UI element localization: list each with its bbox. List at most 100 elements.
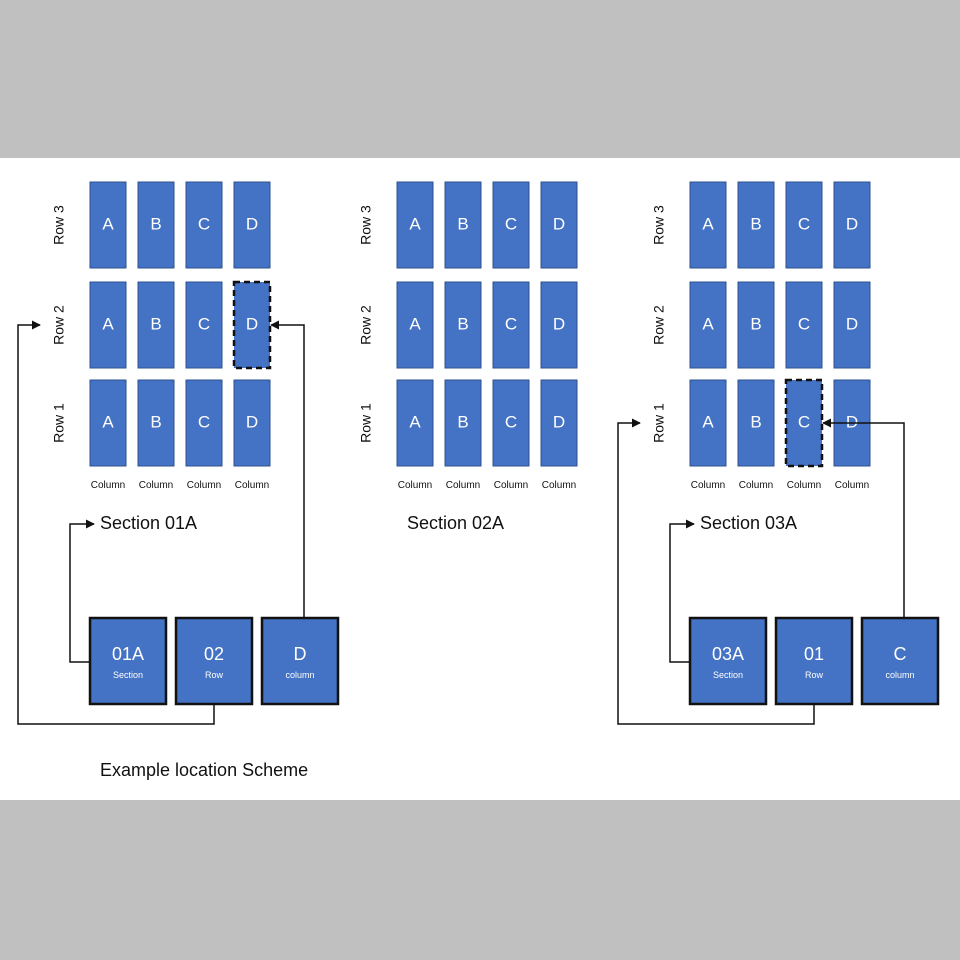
column-connector (270, 320, 305, 618)
code-label: column (885, 670, 914, 680)
bin-cell-letter: C (798, 314, 810, 333)
highlighted-bin-cell (232, 280, 272, 370)
bin-cell-letter: C (505, 314, 517, 333)
section-title: Section 02A (407, 513, 504, 533)
row-label: Row 1 (51, 403, 67, 443)
bin-cell (492, 181, 530, 269)
bin-cell (89, 281, 127, 369)
bin-cell (233, 181, 271, 269)
column-label: Column (739, 480, 773, 491)
column-label: Column (542, 480, 576, 491)
code-value: C (894, 644, 907, 664)
bin-cell (233, 379, 271, 467)
bin-cell-letter: A (102, 214, 114, 233)
bin-cell (689, 281, 727, 369)
location-code-box (860, 616, 940, 706)
column-label: Column (787, 480, 821, 491)
bin-cell-letter: D (246, 214, 258, 233)
location-code-box (260, 616, 340, 706)
bin-cell (89, 379, 127, 467)
bin-cell (444, 181, 482, 269)
section-title: Section 01A (100, 513, 197, 533)
column-label: Column (398, 480, 432, 491)
bin-cell-letter: B (457, 412, 468, 431)
bin-cell-letter: C (505, 412, 517, 431)
bin-cell-letter: A (702, 214, 714, 233)
bin-cell (137, 281, 175, 369)
code-label: Section (713, 670, 743, 680)
location-code-box (688, 616, 768, 706)
row-label: Row 1 (651, 403, 667, 443)
bin-cell-letter: B (750, 412, 761, 431)
column-label: Column (139, 480, 173, 491)
column-label: Column (187, 480, 221, 491)
bin-cell (137, 181, 175, 269)
location-code-box (88, 616, 168, 706)
row-connector (17, 320, 215, 725)
bin-cell (185, 181, 223, 269)
bin-cell (185, 281, 223, 369)
bin-cell (137, 379, 175, 467)
bin-cell (185, 379, 223, 467)
bin-cell (737, 181, 775, 269)
bin-cell-letter: D (846, 412, 858, 431)
bin-cell-letter: D (553, 214, 565, 233)
bin-cell-letter: B (150, 214, 161, 233)
code-value: 02 (204, 644, 224, 664)
bin-cell-letter: C (798, 412, 810, 431)
code-value: D (294, 644, 307, 664)
bin-cell (785, 181, 823, 269)
section-connector (69, 519, 95, 663)
bin-cell-letter: D (846, 214, 858, 233)
bin-cell (689, 379, 727, 467)
row-label: Row 1 (358, 403, 374, 443)
code-label: column (285, 670, 314, 680)
row-label: Row 3 (651, 205, 667, 245)
bin-cell-letter: C (505, 214, 517, 233)
column-label: Column (494, 480, 528, 491)
bin-cell-letter: D (553, 412, 565, 431)
bin-cell-letter: B (150, 412, 161, 431)
column-label: Column (235, 480, 269, 491)
bin-cell (540, 379, 578, 467)
code-label: Row (805, 670, 824, 680)
code-label: Section (113, 670, 143, 680)
bin-cell-letter: D (553, 314, 565, 333)
section-connector (669, 519, 695, 663)
bin-cell (444, 379, 482, 467)
bin-cell (492, 379, 530, 467)
bin-cell-letter: D (846, 314, 858, 333)
bin-cell (540, 281, 578, 369)
bin-cell-letter: A (409, 314, 421, 333)
bin-cell-letter: A (702, 314, 714, 333)
bin-cell-letter: A (409, 412, 421, 431)
caption: Example location Scheme (100, 760, 308, 780)
bin-cell (396, 181, 434, 269)
row-label: Row 3 (51, 205, 67, 245)
row-label: Row 2 (51, 305, 67, 345)
bin-cell (785, 281, 823, 369)
bin-cell (396, 281, 434, 369)
location-code-box (774, 616, 854, 706)
bin-cell (540, 181, 578, 269)
code-label: Row (205, 670, 224, 680)
bin-cell-letter: D (246, 314, 258, 333)
bin-cell (737, 379, 775, 467)
bin-cell-letter: C (198, 214, 210, 233)
column-label: Column (91, 480, 125, 491)
bin-cell (833, 281, 871, 369)
highlighted-bin-cell (784, 378, 824, 468)
bin-cell-letter: A (702, 412, 714, 431)
bin-cell-letter: C (198, 314, 210, 333)
bin-cell-letter: B (457, 314, 468, 333)
bin-cell-letter: C (198, 412, 210, 431)
column-label: Column (835, 480, 869, 491)
row-label: Row 2 (358, 305, 374, 345)
bin-cell (833, 181, 871, 269)
row-label: Row 2 (651, 305, 667, 345)
bin-cell-letter: B (457, 214, 468, 233)
bin-cell (89, 181, 127, 269)
